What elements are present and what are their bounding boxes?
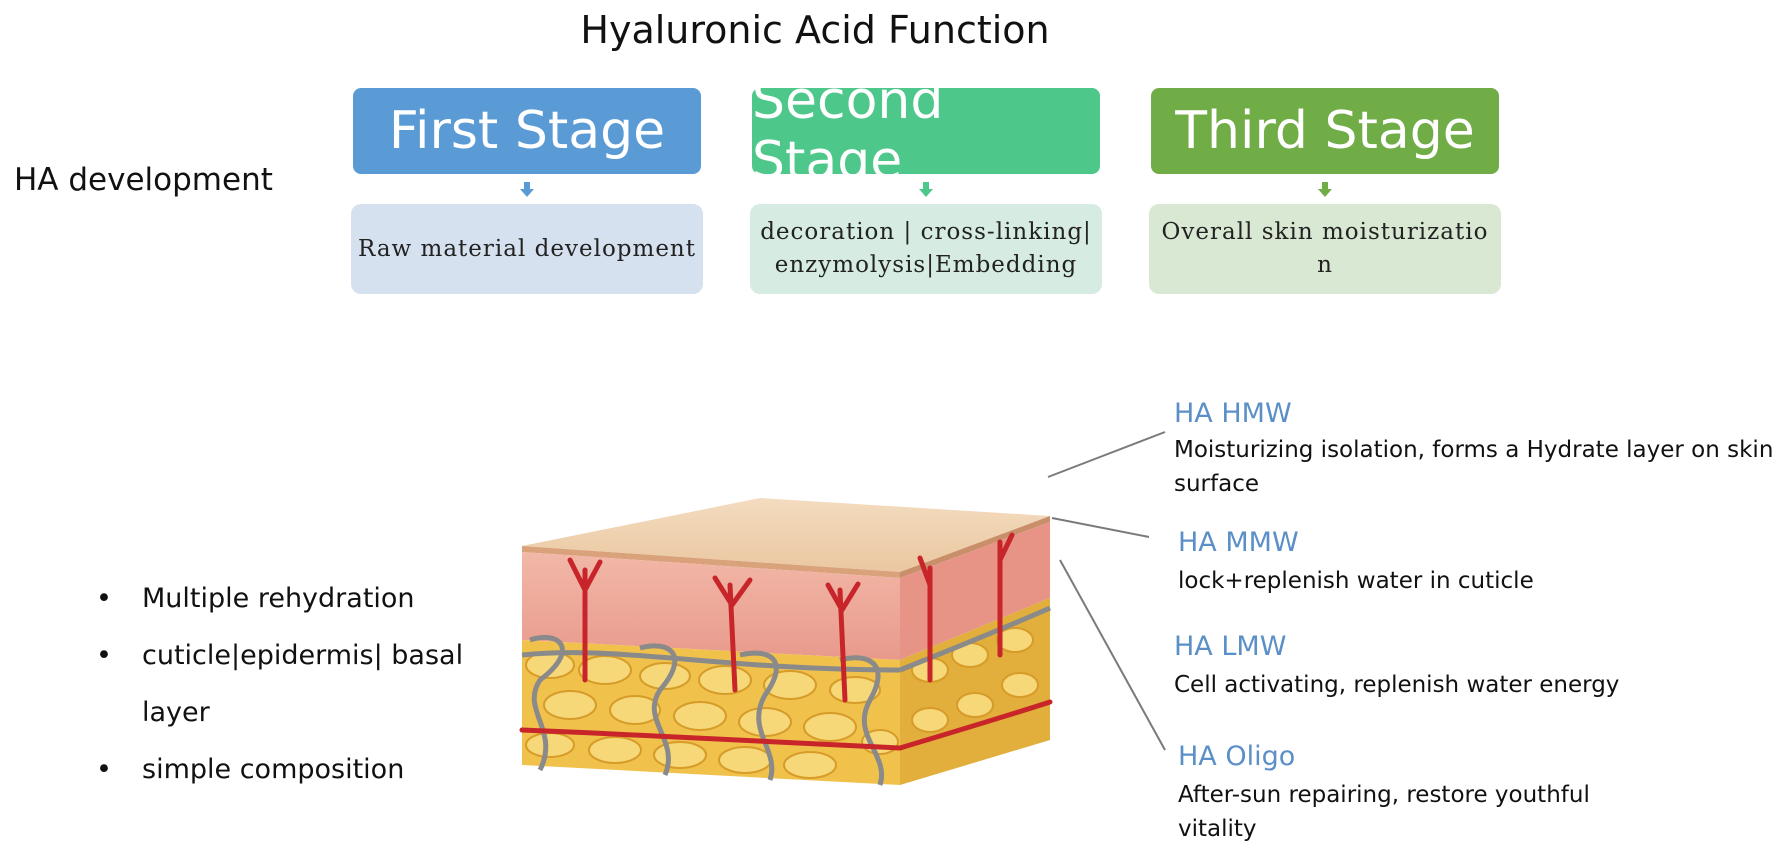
ha-mmw-label: HA MMW [1178, 527, 1299, 558]
ha-hmw-description: Moisturizing isolation, forms a Hydrate … [1174, 437, 1774, 497]
second-stage-description: decoration | cross-linking|enzymolysis|E… [750, 204, 1102, 294]
list-item: •cuticle|epidermis| basal layer [96, 640, 464, 728]
third-stage-header: Third Stage [1151, 88, 1499, 174]
skin-cross-section-illustration [519, 498, 1053, 786]
first-stage-header: First Stage [353, 88, 701, 174]
page-title: Hyaluronic Acid Function [580, 8, 1050, 52]
ha-development-label: HA development [14, 162, 273, 198]
ha-lmw-description: Cell activating, replenish water energy [1174, 672, 1620, 698]
down-arrow-icon [1318, 182, 1332, 197]
third-stage-description: Overall skin moisturization [1149, 204, 1501, 294]
down-arrow-icon [919, 182, 933, 197]
down-arrow-icon [520, 182, 534, 197]
list-item: •Multiple rehydration [96, 583, 415, 614]
features-list: •Multiple rehydration •cuticle|epidermis… [90, 570, 490, 798]
ha-lmw-label: HA LMW [1174, 631, 1287, 662]
first-stage-description: Raw material development [351, 204, 703, 294]
ha-mmw-description: lock+replenish water in cuticle [1178, 568, 1534, 594]
ha-hmw-label: HA HMW [1174, 398, 1292, 429]
ha-oligo-description: After-sun repairing, restore youthful vi… [1178, 782, 1590, 842]
list-item: •simple composition [96, 754, 405, 785]
ha-oligo-label: HA Oligo [1178, 741, 1296, 772]
